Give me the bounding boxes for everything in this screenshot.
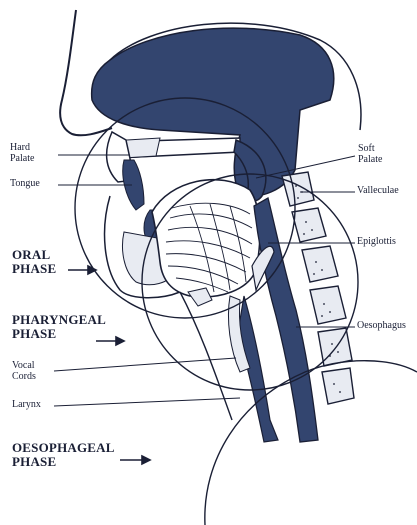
oesophagus-label: Oesophagus xyxy=(357,321,406,332)
oesophageal-phase-label: OESOPHAGEAL PHASE xyxy=(12,441,115,468)
larynx-label: Larynx xyxy=(12,400,41,411)
soft-palate-label: Soft Palate xyxy=(358,144,382,165)
oral-phase-label: ORAL PHASE xyxy=(12,248,56,275)
pharyngeal-phase-label: PHARYNGEAL PHASE xyxy=(12,313,106,340)
vocal-cords-label: Vocal Cords xyxy=(12,361,36,382)
tongue-shape xyxy=(152,180,260,297)
hard-palate-label: Hard Palate xyxy=(10,143,34,164)
tongue-label: Tongue xyxy=(10,179,40,190)
valleculae-label: Valleculae xyxy=(357,186,399,197)
epiglottis-label: Epiglottis xyxy=(357,237,396,248)
